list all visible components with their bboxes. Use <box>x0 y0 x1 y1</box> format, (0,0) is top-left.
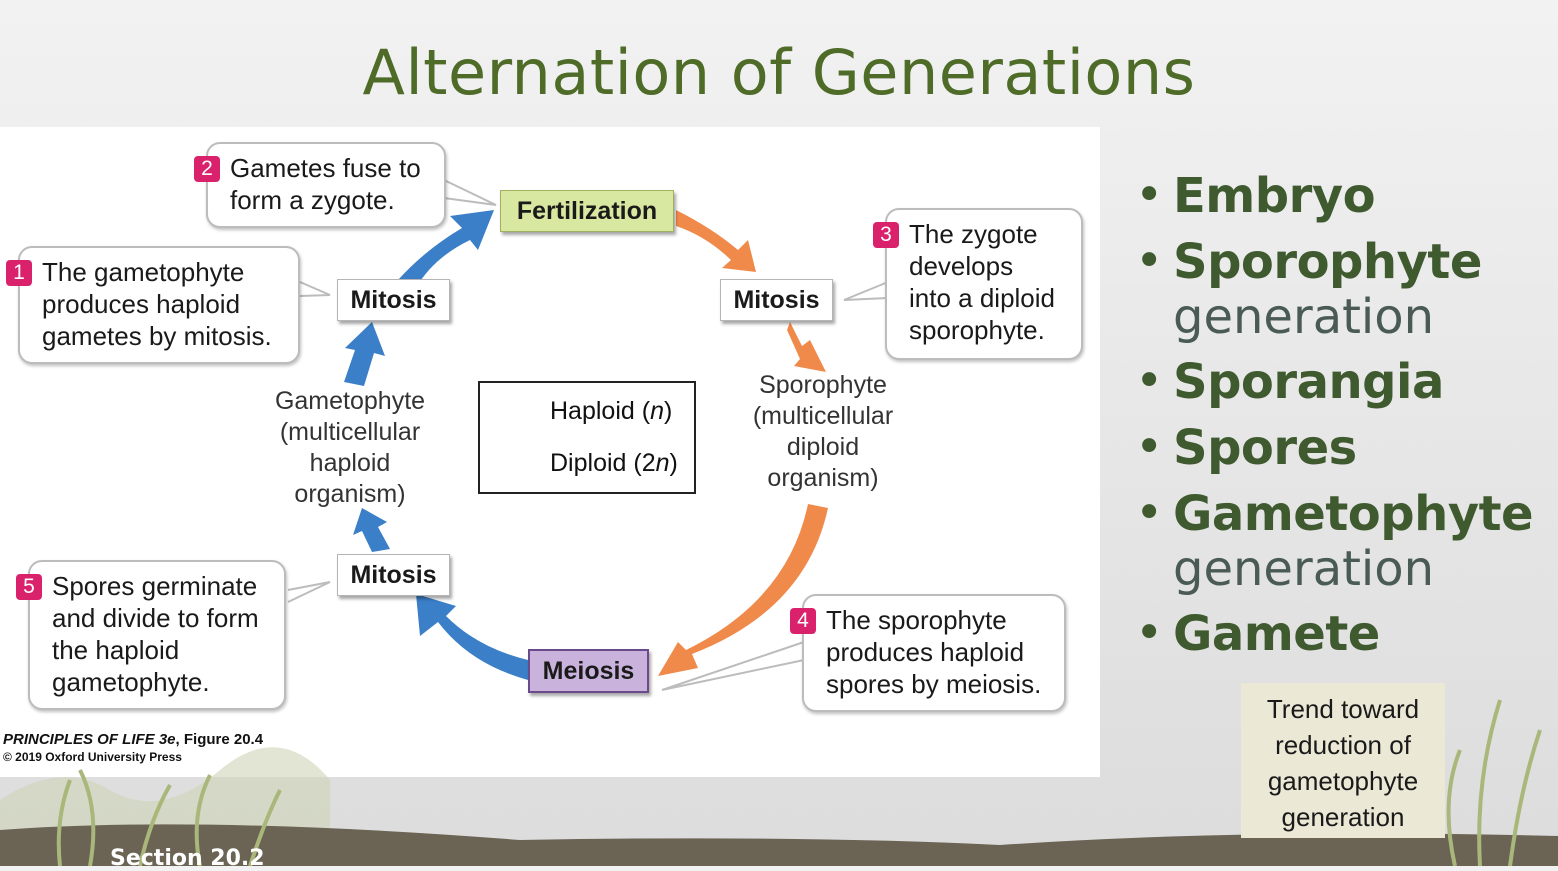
bullet-item: • Sporophyte generation <box>1135 233 1482 345</box>
sporophyte-organism-label: Sporophyte (multicellular diploid organi… <box>752 371 894 492</box>
slide-title: Alternation of Generations <box>362 36 1196 109</box>
figure-credit: PRINCIPLES OF LIFE 3e, Figure 20.4 © 201… <box>3 731 264 764</box>
step-4-badge: 4 <box>790 608 816 634</box>
step-1-callout: 1 The gametophyte produces haploid gamet… <box>6 246 300 364</box>
bullet-dot: • <box>1135 605 1164 661</box>
bullet-dot: • <box>1135 419 1164 475</box>
section-label: Section 20.2 <box>110 846 265 871</box>
bullet-dot: • <box>1135 485 1164 541</box>
haploid-arrow-gametophyte-to-mitosis <box>344 322 385 386</box>
bullet-item: • Sporangia <box>1135 353 1444 410</box>
meiosis-label: Meiosis <box>528 649 649 693</box>
step-2-callout: 2 Gametes fuse to form a zygote. <box>194 142 446 228</box>
legend: Haploid (n) Diploid (2n) <box>478 381 696 494</box>
legend-haploid: Haploid (n) <box>550 397 673 425</box>
diploid-arrow-sporophyte-to-meiosis <box>658 504 828 676</box>
step-5-callout: 5 Spores germinate and divide to form th… <box>16 560 286 710</box>
callout-pointers <box>287 179 889 691</box>
mitosis-label-right: Mitosis <box>720 279 833 321</box>
bullet-item: • Gametophyte generation <box>1135 485 1534 597</box>
decorative-grass <box>0 699 1558 866</box>
haploid-arrow-mitosis-to-gametophyte <box>353 508 390 552</box>
step-1-badge: 1 <box>6 260 32 286</box>
step-2-badge: 2 <box>194 156 220 182</box>
mitosis-label-left-top: Mitosis <box>337 279 450 321</box>
bullet-item: • Embryo <box>1135 167 1376 224</box>
diploid-arrow-mitosis-to-sporophyte <box>787 322 826 372</box>
term-list: • Embryo • Sporophyte generation • Spora… <box>1135 167 1534 662</box>
step-5-badge: 5 <box>16 574 42 600</box>
legend-diploid: Diploid (2n) <box>550 449 678 477</box>
step-4-callout: 4 The sporophyte produces haploid spores… <box>790 594 1066 712</box>
haploid-arrows <box>344 210 528 680</box>
bullet-dot: • <box>1135 167 1164 223</box>
bullet-item: • Spores <box>1135 419 1357 476</box>
trend-note: Trend toward reduction of gametophyte ge… <box>1241 683 1445 838</box>
mitosis-label-left-bottom: Mitosis <box>337 554 450 596</box>
diploid-arrows <box>658 210 828 676</box>
haploid-arrow-mitosis-to-fertilization <box>398 210 494 288</box>
bullet-dot: • <box>1135 233 1164 289</box>
bullet-dot: • <box>1135 353 1164 409</box>
step-3-callout: 3 The zygote develops into a diploid spo… <box>873 208 1083 360</box>
bullet-item: • Gamete <box>1135 605 1380 662</box>
fertilization-label: Fertilization <box>500 190 674 232</box>
haploid-arrow-meiosis-to-mitosis <box>416 594 528 680</box>
diploid-arrow-fertilization-to-mitosis <box>676 210 756 272</box>
gametophyte-organism-label: Gametophyte (multicellular haploid organ… <box>274 387 426 508</box>
step-3-badge: 3 <box>873 222 899 248</box>
